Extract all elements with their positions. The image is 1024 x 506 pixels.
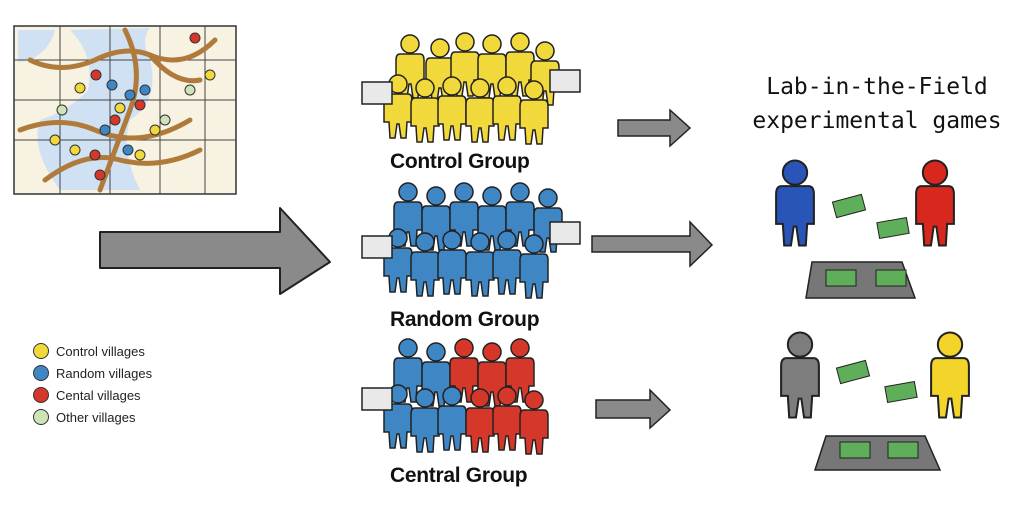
games-title: Lab-in-the-Field experimental games: [742, 70, 1012, 138]
central-group-crowd: [361, 338, 549, 455]
legend-dot-green: [33, 409, 49, 425]
legend-item-control: Control villages: [33, 340, 152, 362]
legend-item-central: Cental villages: [33, 384, 152, 406]
tablet-icon: [361, 387, 393, 411]
money-icon: [884, 380, 918, 404]
legend-item-other: Other villages: [33, 406, 152, 428]
arrow-central-to-games: [595, 388, 672, 430]
control-group-crowd: [361, 32, 581, 145]
legend-dot-yellow: [33, 343, 49, 359]
legend-label: Random villages: [56, 365, 153, 381]
money-icon: [825, 269, 857, 287]
legend-label: Cental villages: [56, 387, 141, 403]
legend-dot-red: [33, 387, 49, 403]
money-icon: [839, 441, 871, 459]
map-roads: [17, 27, 218, 193]
games-title-line1: Lab-in-the-Field: [766, 74, 988, 100]
map-village-dots: [49, 32, 216, 181]
legend-item-random: Random villages: [33, 362, 152, 384]
games-title-line2: experimental games: [752, 108, 1002, 134]
game-scene-grey-yellow: [780, 331, 970, 471]
village-map: [13, 25, 237, 195]
money-icon: [876, 216, 910, 240]
legend-dot-blue: [33, 365, 49, 381]
tablet-icon: [361, 235, 393, 259]
legend-label: Control villages: [56, 343, 145, 359]
money-icon: [887, 441, 919, 459]
money-icon: [831, 193, 867, 219]
tablet-icon: [549, 69, 581, 93]
arrow-control-to-games: [617, 108, 692, 148]
arrow-random-to-games: [591, 220, 714, 268]
money-icon: [875, 269, 907, 287]
control-group-label: Control Group: [390, 150, 530, 173]
random-group-crowd: [361, 182, 581, 299]
game-table: [813, 435, 942, 471]
tablet-icon: [549, 221, 581, 245]
legend: Control villages Random villages Cental …: [33, 340, 152, 428]
money-icon: [835, 359, 871, 385]
legend-label: Other villages: [56, 409, 136, 425]
game-scene-blue-red: [775, 159, 955, 299]
main-arrow: [99, 207, 331, 295]
tablet-icon: [361, 81, 393, 105]
random-group-label: Random Group: [390, 308, 540, 331]
central-group-label: Central Group: [390, 464, 528, 487]
